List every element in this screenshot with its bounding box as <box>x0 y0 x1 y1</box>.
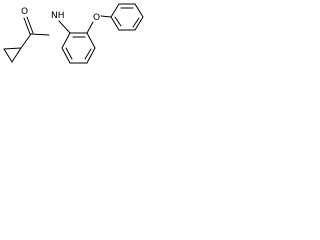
carbonyl-double-bond <box>23 16 34 35</box>
chemical-structure: O NH O <box>3 3 144 64</box>
bond-ether-oxygen-phenyl <box>100 15 112 18</box>
carbonyl-oxygen-label: O <box>21 7 28 17</box>
bond-phenyl-ether-oxygen <box>86 21 94 34</box>
phenoxy-ring <box>110 3 144 31</box>
bond-cyclopropyl-carbonyl <box>20 33 32 49</box>
cyclopropyl-ring <box>3 47 22 63</box>
phenylene-ring <box>61 32 96 64</box>
ether-oxygen-label: O <box>93 13 100 23</box>
bond-nitrogen-phenyl <box>58 20 71 34</box>
bond-carbonyl-nitrogen <box>30 33 50 36</box>
amide-nh-label: NH <box>51 11 65 21</box>
